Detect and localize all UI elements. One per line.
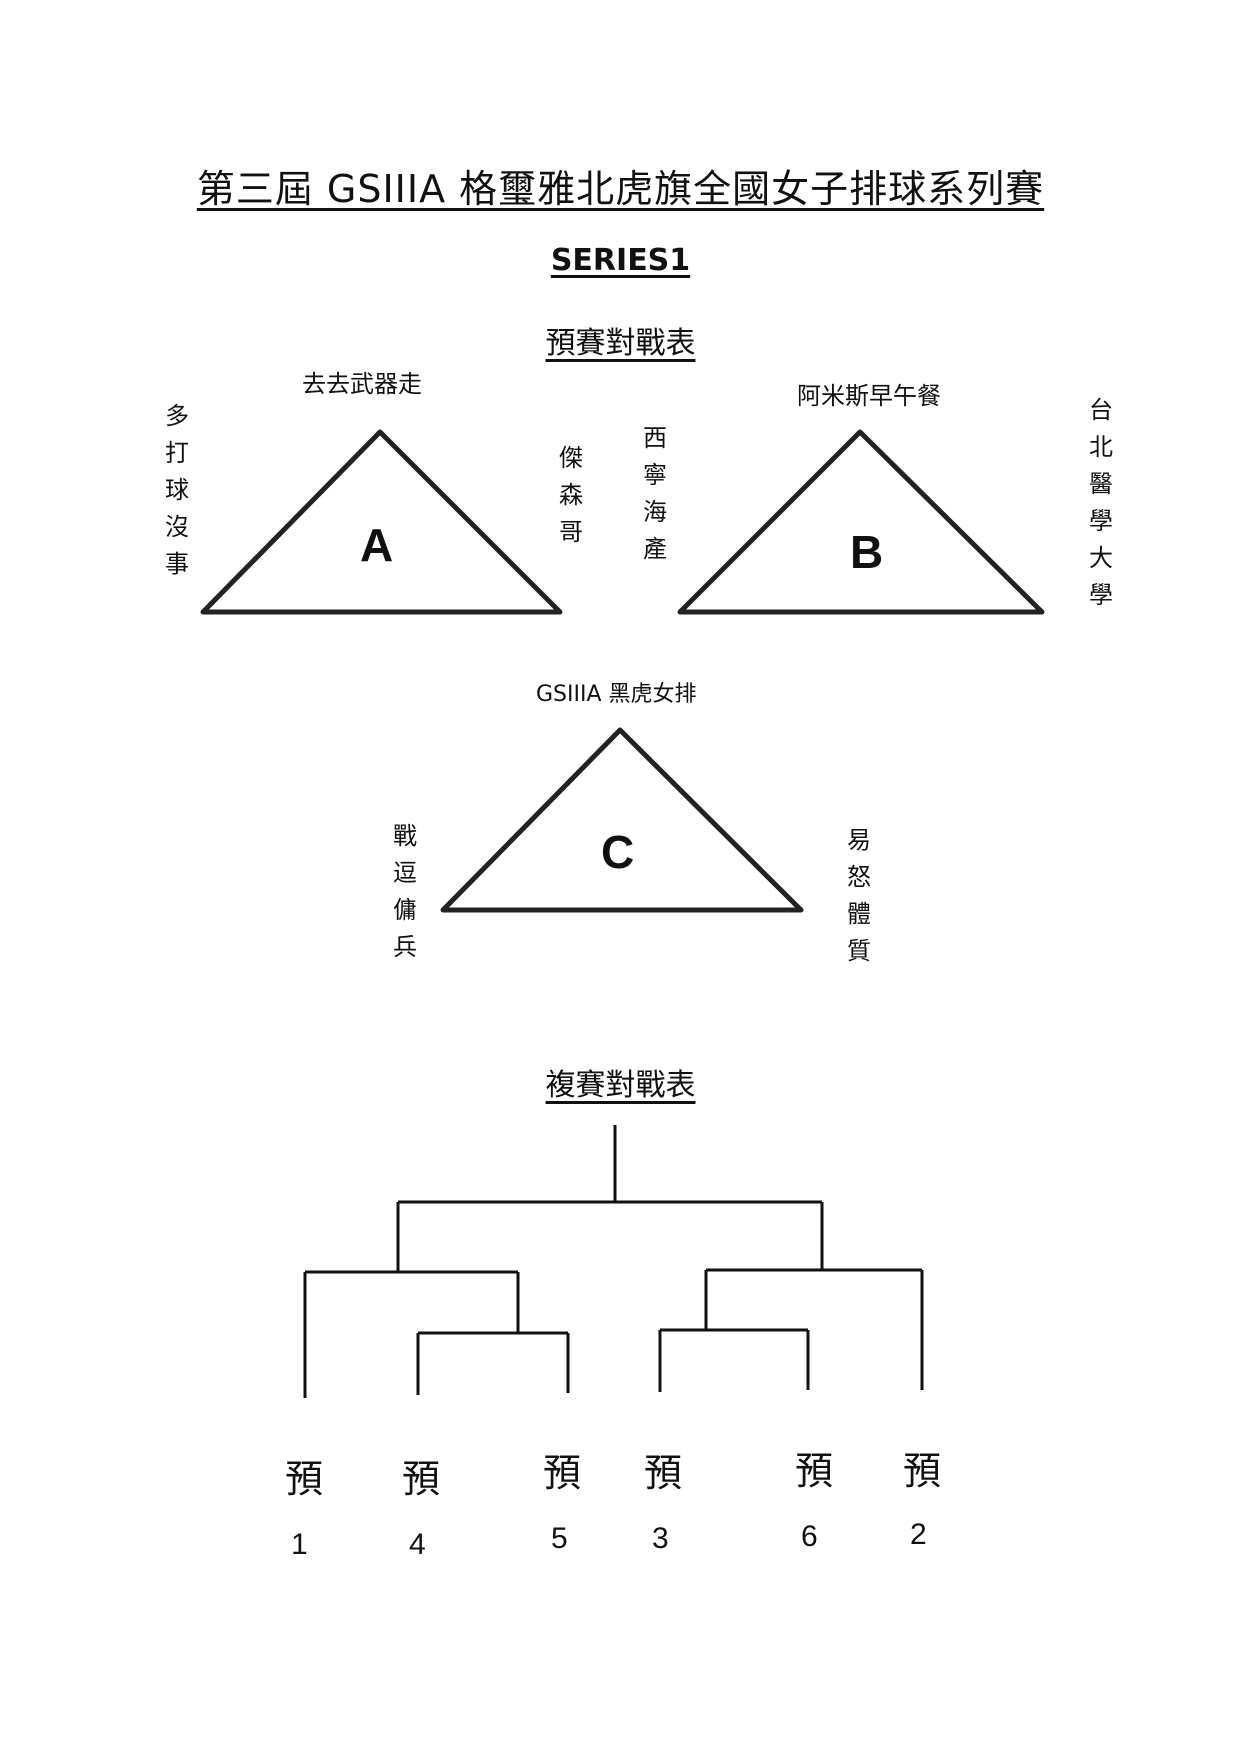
bracket-slot-label: 預 (903, 1449, 942, 1493)
bracket-slot-number: 2 (910, 1518, 927, 1551)
group-c-triangle (440, 727, 804, 913)
document-title: 第三屆 GSIIIA 格璽雅北虎旗全國女子排球系列賽 (196, 167, 1045, 211)
knockout-heading: 複賽對戰表 (545, 1068, 696, 1103)
bracket-slot-label: 預 (543, 1451, 582, 1495)
group-b-top-team: 阿米斯早午餐 (797, 382, 941, 410)
group-a-left-team: 多打球沒事 (165, 402, 189, 578)
group-c-right-team: 易怒體質 (847, 826, 871, 965)
group-c-left-team: 戰逗傭兵 (393, 822, 417, 961)
group-b-letter: B (850, 526, 884, 578)
bracket-slot-number: 5 (551, 1522, 568, 1555)
bracket-slot-number: 1 (291, 1528, 308, 1561)
group-c-top-team: GSIIIA 黑虎女排 (536, 682, 697, 707)
group-b-left-team: 西寧海產 (643, 424, 667, 563)
bracket-slot-number: 4 (409, 1528, 426, 1561)
bracket-slot-label: 預 (644, 1451, 683, 1495)
bracket-slot-label: 預 (285, 1457, 324, 1501)
bracket-slot-number: 6 (801, 1520, 818, 1553)
bracket-slot-number: 3 (652, 1522, 669, 1555)
group-b-triangle (677, 429, 1045, 615)
bracket-slot-label: 預 (795, 1449, 834, 1493)
group-a-top-team: 去去武器走 (302, 370, 422, 398)
prelim-heading: 預賽對戰表 (545, 326, 696, 361)
group-b-right-team: 台北醫學大學 (1089, 396, 1113, 609)
knockout-bracket (303, 1125, 924, 1398)
bracket-slot-label: 預 (402, 1457, 441, 1501)
group-a-right-team: 傑森哥 (559, 444, 583, 546)
series-label: SERIES1 (550, 243, 691, 278)
group-a-letter: A (360, 519, 394, 571)
group-c-letter: C (601, 826, 635, 878)
group-a-triangle (200, 429, 563, 615)
